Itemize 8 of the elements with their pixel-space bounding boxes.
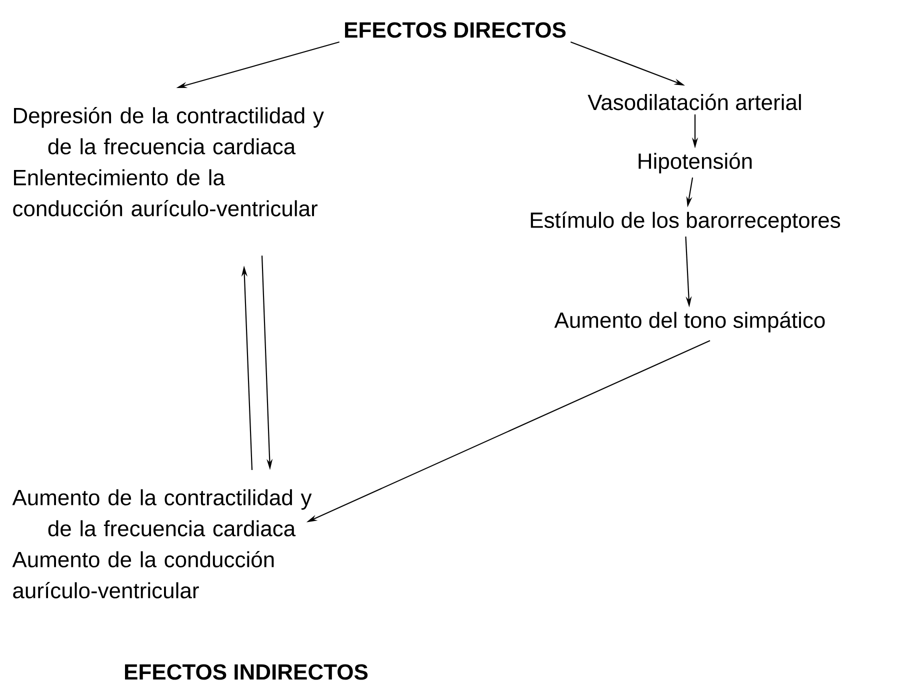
step-text: Hipotensión — [638, 152, 752, 174]
heading: EFECTOS DIRECTOS — [345, 22, 566, 38]
heading: EFECTOS INDIRECTOS — [125, 664, 368, 680]
step-text: Vasodilatación arterial — [588, 94, 801, 110]
step-text: Estímulo de los barorreceptores — [530, 212, 840, 232]
effect-text: Depresión de la contractilidad y de la frecuencia cardiaca Enlentecimiento de la conducción aurículo-ventricular — [13, 107, 324, 216]
step-text: Aumento del tono simpático — [554, 312, 825, 332]
effect-text: Aumento de la contractilidad y de la frecuencia cardiaca Aumento de la conducción aurículo-ventricular — [12, 489, 312, 598]
